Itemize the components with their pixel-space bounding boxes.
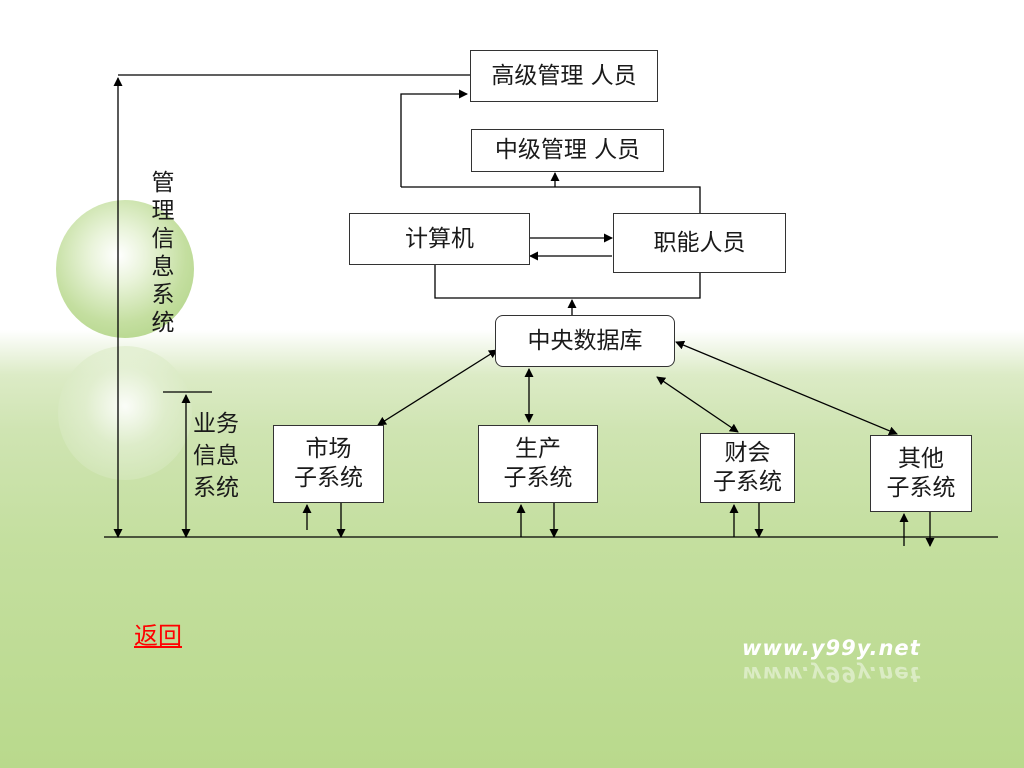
- computer-box: 计算机: [349, 213, 530, 265]
- production-subsystem-label-line1: 生产: [515, 436, 561, 463]
- market-subsystem-label-line2: 子系统: [294, 465, 363, 491]
- functional-staff-label: 职能人员: [653, 229, 746, 256]
- middle-management-box: 中级管理 人员: [471, 129, 664, 172]
- arrow-db-market: [377, 349, 498, 426]
- middle-management-label: 中级管理 人员: [494, 137, 641, 164]
- decorative-bubble: [56, 200, 194, 338]
- arrow-db-accounting: [656, 376, 739, 433]
- production-subsystem-label-line2: 子系统: [503, 465, 573, 491]
- frame-top: [401, 186, 701, 213]
- other-subsystem-box: 其他 子系统: [870, 435, 972, 512]
- bis-label-line2: 信息: [193, 443, 239, 469]
- senior-management-box: 高级管理 人员: [470, 50, 658, 102]
- bis-label-line3: 系统: [193, 475, 239, 501]
- accounting-subsystem-box: 财会 子系统: [700, 433, 795, 503]
- decorative-bubble-reflection: [58, 346, 192, 480]
- accounting-subsystem-label-line2: 子系统: [713, 469, 782, 495]
- watermark-reflection: www.y99y.net: [742, 662, 921, 686]
- mis-label: 管理信息系统: [151, 170, 175, 336]
- market-subsystem-label-line1: 市场: [305, 436, 352, 463]
- bis-label: 业务 信息 系统: [193, 408, 239, 504]
- functional-staff-box: 职能人员: [613, 213, 786, 273]
- other-subsystem-label-line1: 其他: [898, 445, 944, 472]
- computer-label: 计算机: [405, 225, 474, 252]
- return-link[interactable]: 返回: [134, 622, 182, 650]
- arrow-db-other: [675, 340, 898, 436]
- arrow-to-senior: [400, 89, 468, 187]
- central-database-box: 中央数据库: [495, 315, 675, 367]
- watermark-text: www.y99y.net: [742, 636, 921, 660]
- production-subsystem-box: 生产 子系统: [478, 425, 598, 503]
- central-database-label: 中央数据库: [527, 327, 643, 354]
- frame-bottom: [434, 264, 701, 299]
- senior-management-label: 高级管理 人员: [491, 62, 637, 89]
- bis-label-line1: 业务: [193, 411, 239, 437]
- other-subsystem-label-line2: 子系统: [886, 474, 956, 501]
- accounting-subsystem-label-line1: 财会: [724, 440, 771, 467]
- market-subsystem-box: 市场 子系统: [273, 425, 384, 503]
